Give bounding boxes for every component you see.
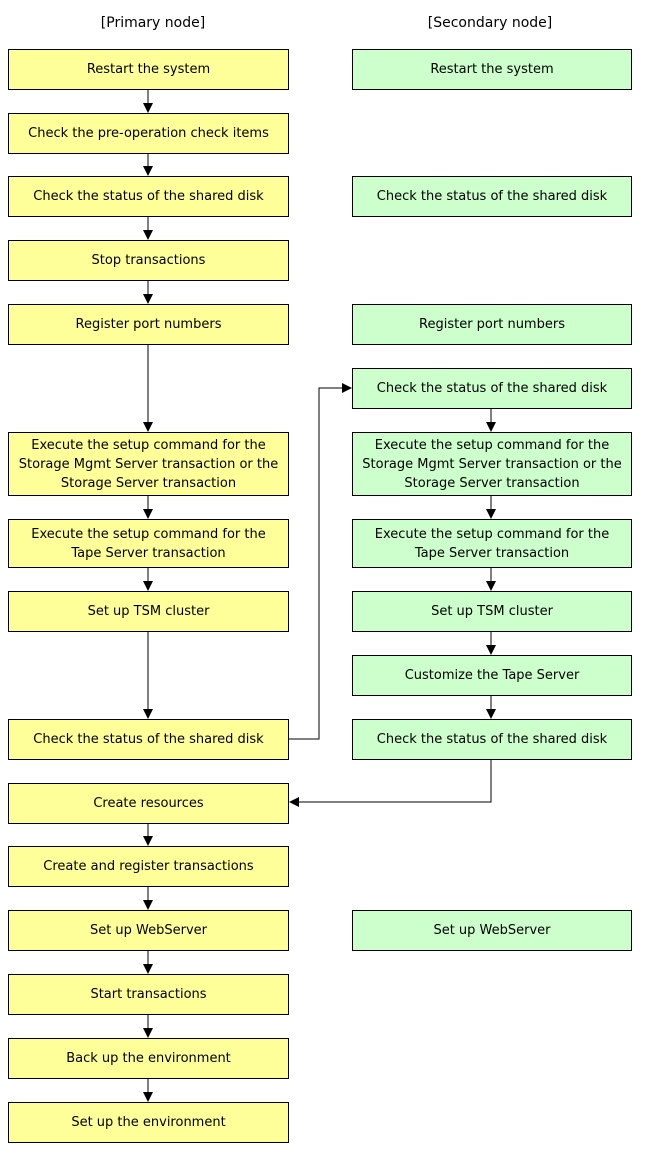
- primary-step-setup-tape-server-transaction: Execute the setup command for the Tape S…: [8, 519, 289, 568]
- primary-step-register-port-numbers: Register port numbers: [8, 304, 289, 345]
- secondary-node-header: [Secondary node]: [427, 15, 553, 31]
- primary-step-create-register-transactions: Create and register transactions: [8, 846, 289, 887]
- primary-step-setup-tsm-cluster: Set up TSM cluster: [8, 591, 289, 632]
- arrow-primary-to-secondary: [289, 383, 352, 740]
- primary-step-create-resources: Create resources: [8, 783, 289, 824]
- primary-step-check-shared-disk-2: Check the status of the shared disk: [8, 719, 289, 760]
- secondary-step-setup-storage-transaction: Execute the setup command for the Storag…: [352, 432, 632, 496]
- secondary-step-check-shared-disk-3: Check the status of the shared disk: [352, 719, 632, 760]
- primary-step-check-pre-operation: Check the pre-operation check items: [8, 113, 289, 154]
- secondary-step-customize-tape-server: Customize the Tape Server: [352, 655, 632, 696]
- arrow-secondary-to-primary: [289, 760, 492, 807]
- primary-step-start-transactions: Start transactions: [8, 974, 289, 1015]
- secondary-step-check-shared-disk-1: Check the status of the shared disk: [352, 176, 632, 217]
- secondary-step-check-shared-disk-2: Check the status of the shared disk: [352, 368, 632, 409]
- secondary-step-setup-tape-server-transaction: Execute the setup command for the Tape S…: [352, 519, 632, 568]
- secondary-step-setup-tsm-cluster: Set up TSM cluster: [352, 591, 632, 632]
- primary-node-header: [Primary node]: [100, 15, 206, 31]
- primary-step-stop-transactions: Stop transactions: [8, 240, 289, 281]
- secondary-step-register-port-numbers: Register port numbers: [352, 304, 632, 345]
- primary-step-check-shared-disk-1: Check the status of the shared disk: [8, 176, 289, 217]
- primary-step-setup-storage-transaction: Execute the setup command for the Storag…: [8, 432, 289, 496]
- secondary-step-restart-system: Restart the system: [352, 49, 632, 90]
- secondary-step-setup-webserver: Set up WebServer: [352, 910, 632, 951]
- primary-step-setup-webserver: Set up WebServer: [8, 910, 289, 951]
- primary-step-restart-system: Restart the system: [8, 49, 289, 90]
- primary-step-setup-environment: Set up the environment: [8, 1102, 289, 1143]
- primary-step-backup-environment: Back up the environment: [8, 1038, 289, 1079]
